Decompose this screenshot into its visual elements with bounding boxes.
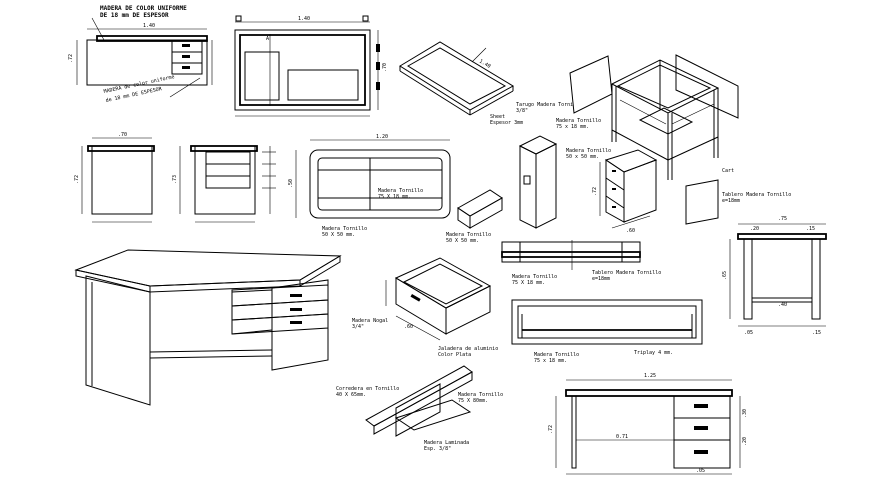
corredera-detail	[365, 365, 473, 437]
desk-plan-view	[234, 15, 380, 117]
dim-15: .15	[806, 226, 815, 232]
dim-72d: .72	[548, 425, 554, 434]
dim-70-b: .70	[118, 132, 127, 138]
dim-frame-w: 1.20	[376, 134, 388, 140]
note-nogal: Madera Nogal	[352, 318, 388, 324]
exploded-frame	[569, 54, 739, 180]
note-tornillo-2b: 50 x 50 mm.	[566, 154, 599, 160]
note-sheet-b: Espesor 3mm	[490, 120, 523, 126]
note-tornillo-75b: 75 X 18 mm.	[378, 194, 411, 200]
note-corredera-b: 40 X 65mm.	[336, 392, 366, 398]
note-tornillo-3b: 50 X 50 mm.	[322, 232, 355, 238]
note-tornillo-6b: 75 x 18 mm.	[534, 358, 567, 364]
note-tarugo: Tarugo Madera Tornillo	[516, 102, 582, 108]
note-tablero-b: e=18mm	[722, 198, 740, 204]
note-jaladera: Jaladera de aluminio	[438, 346, 498, 352]
dim-tray: 1.40	[478, 59, 491, 70]
dim-140-a: 1.40	[143, 23, 155, 29]
dim-20b: .20	[742, 437, 748, 446]
dim-30: .30	[742, 409, 748, 418]
top-frame-plan	[295, 139, 451, 219]
note-triplay: Triplay 4 mm.	[634, 350, 673, 356]
rail-detail	[501, 240, 641, 270]
note-tornillo-2: Madera Tornillo	[566, 148, 611, 154]
note-tornillo-6: Madera Tornillo	[534, 352, 579, 358]
dim-drawer-w: .60	[626, 228, 635, 234]
note-tornillo-5: Madera Tornillo	[512, 274, 557, 280]
dim-05b: .05	[696, 468, 705, 474]
note-tornillo-75a: Madera Tornillo	[378, 188, 423, 194]
note-tarugo-b: 3/8"	[516, 108, 528, 114]
note-tornillo-5b: 75 X 18 mm.	[512, 280, 545, 286]
note-madera-uniforme-1: MADERA DE COLOR UNIFORME	[100, 5, 187, 12]
dim-drawer-iso-w: .60	[404, 324, 413, 330]
side-panel	[685, 179, 719, 225]
dim-140-b: 1.40	[298, 16, 310, 22]
note-corredera: Corredera en Tornillo	[336, 386, 399, 392]
small-table-elevation	[729, 223, 827, 327]
dim-75: .75	[778, 216, 787, 222]
dim-65: .65	[722, 271, 728, 280]
desk-isometric	[74, 249, 342, 406]
dim-071: 0.71	[616, 434, 628, 440]
dim-73: .73	[172, 175, 178, 184]
dim-15b: .15	[812, 330, 821, 336]
note-laminada: Madera Laminada	[424, 440, 469, 446]
dim-side-h: .72	[74, 175, 80, 184]
desk-side-elevation-b	[179, 145, 276, 223]
section-mark-a: A	[266, 36, 269, 42]
dim-05: .05	[744, 330, 753, 336]
tall-post	[518, 135, 558, 229]
note-laminada-b: Esp. 3/8"	[424, 446, 451, 452]
wood-block	[457, 189, 503, 229]
note-tornillo-4b: 50 X 50 mm.	[446, 238, 479, 244]
drawer-unit-exploded	[599, 149, 658, 229]
drawer-isometric	[385, 257, 492, 341]
dim-frame-h: .50	[288, 179, 294, 188]
note-tablero-2b: e=18mm	[592, 276, 610, 282]
desk-side-elevation-a	[81, 137, 155, 223]
note-tornillo-7: Madera Tornillo	[458, 392, 503, 398]
note-sheet: Sheet	[490, 114, 505, 120]
dim-40: .40	[778, 302, 787, 308]
note-tablero: Tablero Madera Tornillo	[722, 192, 791, 198]
note-nogal-b: 3/4"	[352, 324, 364, 330]
desk-front-elevation	[76, 17, 213, 98]
dim-drawer-h: .72	[592, 187, 598, 196]
note-tornillo-4: Madera Tornillo	[446, 232, 491, 238]
tray-isometric	[399, 41, 514, 116]
dim-70-a: .70	[382, 63, 388, 72]
note-tornillo-1b: 75 x 18 mm.	[556, 124, 589, 130]
note-tornillo-7b: 75 X 80mm.	[458, 398, 488, 404]
note-tablero-2: Tablero Madera Tornillo	[592, 270, 661, 276]
note-tornillo-3: Madera Tornillo	[322, 226, 367, 232]
dim-72-a: .72	[68, 54, 74, 63]
note-jaladera-b: Color Plata	[438, 352, 471, 358]
note-madera-espesor-1: DE 18 mm DE ESPESOR	[100, 12, 169, 19]
desk-front-elevation-2	[555, 379, 741, 475]
dim-20: .20	[750, 226, 759, 232]
note-cart: Cart	[722, 168, 734, 174]
triplay-section	[511, 299, 703, 345]
note-tornillo-1: Madera Tornillo	[556, 118, 601, 124]
dim-125: 1.25	[644, 373, 656, 379]
